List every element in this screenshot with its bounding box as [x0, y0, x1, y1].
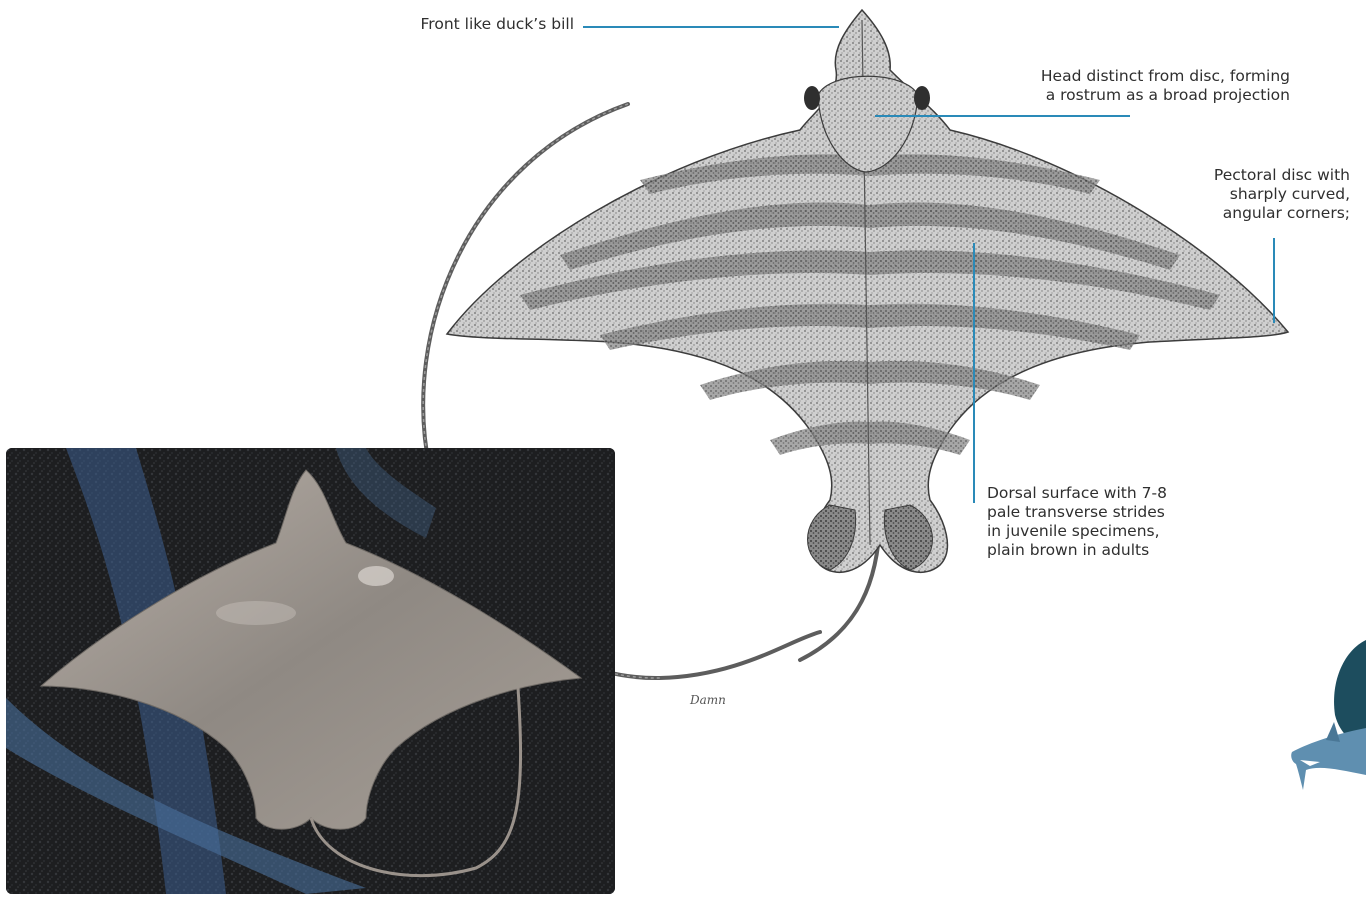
annotation-head-line-2: a rostrum as a broad projection — [950, 86, 1290, 105]
leader-head — [875, 115, 1130, 117]
leader-dorsal — [973, 243, 975, 503]
annotation-dorsal-line-1: Dorsal surface with 7-8 — [987, 484, 1187, 503]
annotation-front: Front like duck’s bill — [390, 15, 574, 34]
annotation-pectoral-line-2: sharply curved, — [1150, 185, 1350, 204]
annotation-pectoral-line-1: Pectoral disc with — [1150, 166, 1350, 185]
leader-pectoral — [1273, 238, 1275, 323]
artist-signature: Damn — [690, 693, 726, 707]
annotation-pectoral: Pectoral disc with sharply curved, angul… — [1150, 166, 1350, 223]
annotation-dorsal: Dorsal surface with 7-8 pale transverse … — [987, 484, 1187, 560]
annotation-head-line-1: Head distinct from disc, forming — [950, 67, 1290, 86]
annotation-dorsal-line-3: in juvenile specimens, — [987, 522, 1187, 541]
annotation-dorsal-line-2: pale transverse strides — [987, 503, 1187, 522]
annotation-dorsal-line-4: plain brown in adults — [987, 541, 1187, 560]
ray-photo — [6, 448, 615, 894]
annotation-pectoral-line-3: angular corners; — [1150, 204, 1350, 223]
annotation-head: Head distinct from disc, forming a rostr… — [950, 67, 1290, 105]
leader-front — [583, 26, 839, 28]
